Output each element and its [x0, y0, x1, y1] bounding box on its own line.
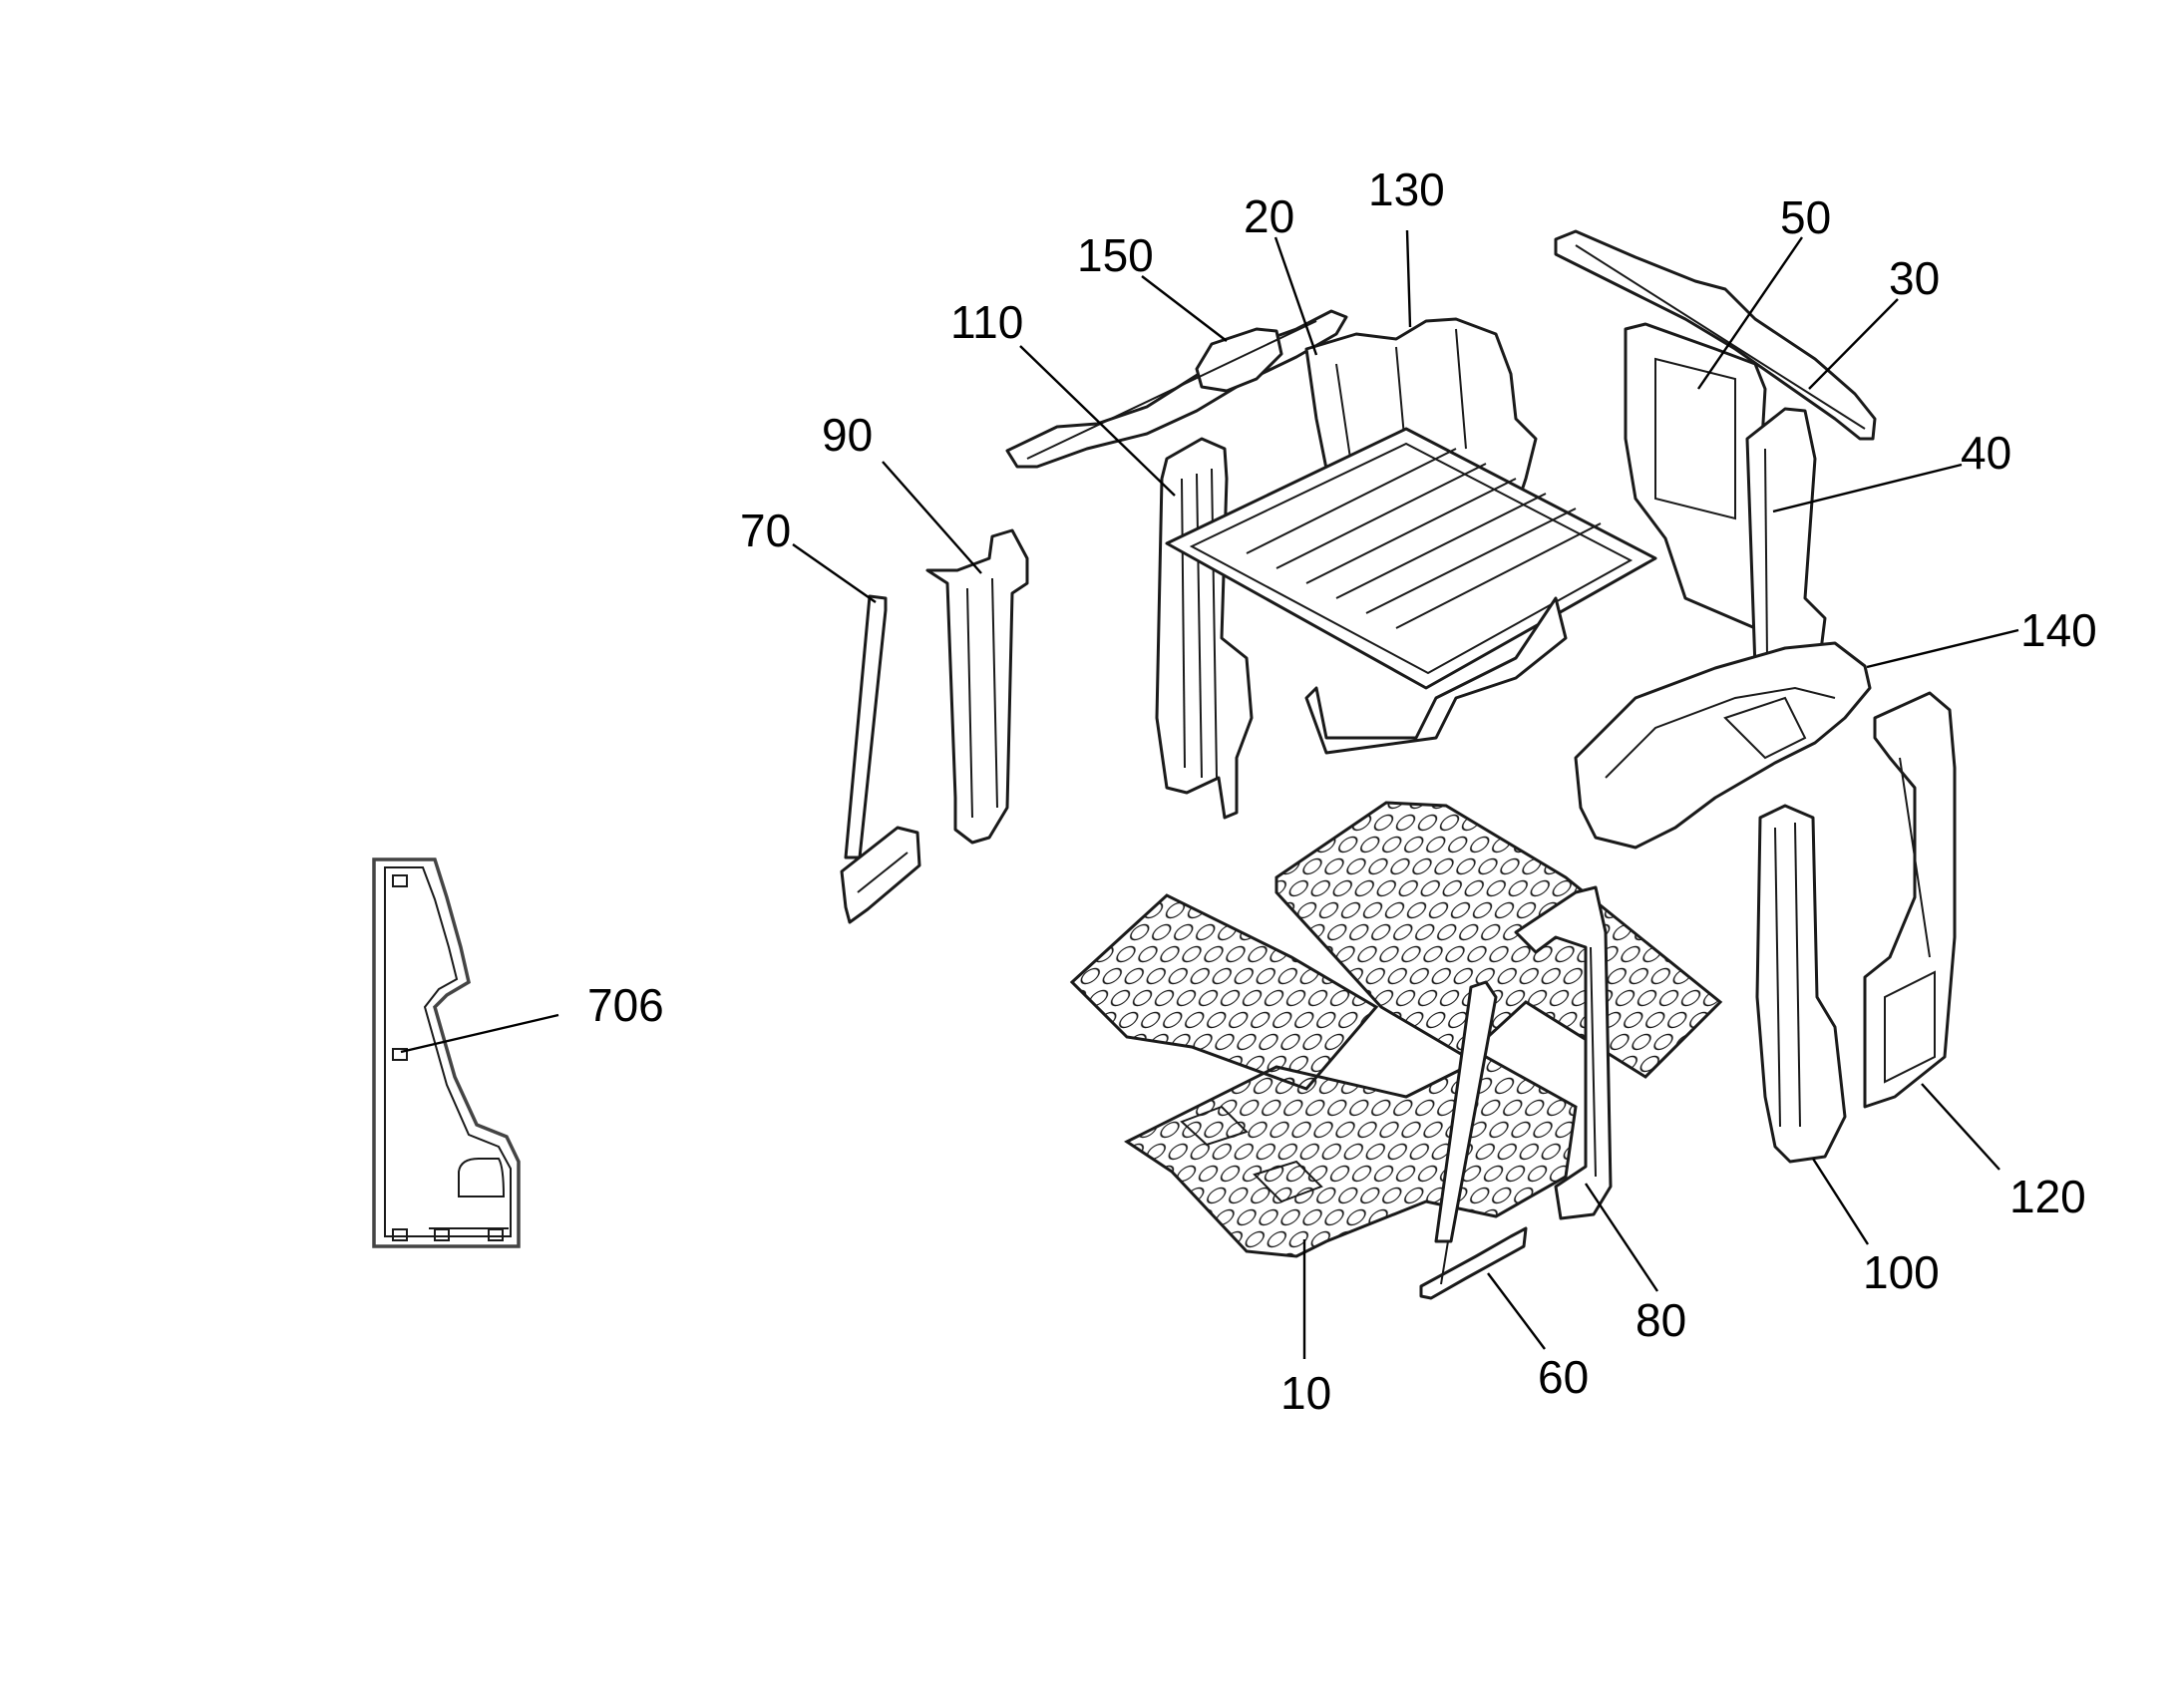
leader-100: [1811, 1158, 1870, 1245]
part-100-front-pillar: [1755, 804, 1847, 1164]
leader-80: [1585, 1183, 1658, 1292]
callout-60: 60: [1538, 1351, 1589, 1403]
leader-30: [1808, 298, 1899, 390]
leader-130: [1405, 229, 1412, 328]
leader-150: [1141, 275, 1228, 342]
part-110-rear-pillar: [1155, 437, 1254, 820]
leader-120: [1921, 1083, 2000, 1171]
callout-labels: 10 20 30 40 50 60 70 80 90 100 110 120 1…: [587, 164, 2097, 1419]
callout-140: 140: [2020, 604, 2097, 656]
leader-50: [1697, 236, 1803, 390]
callout-10: 10: [1280, 1367, 1331, 1419]
part-70-strut: [840, 594, 921, 924]
leader-40: [1772, 463, 1963, 513]
callout-50: 50: [1780, 191, 1831, 243]
callout-70: 70: [740, 505, 791, 556]
part-30-trim-rail: [1554, 229, 1877, 441]
callout-30: 30: [1889, 252, 1940, 304]
part-10-floor-mat: [1069, 801, 1723, 1258]
callout-120: 120: [2009, 1171, 2086, 1222]
callout-90: 90: [822, 409, 873, 461]
callout-110: 110: [950, 296, 1023, 348]
callout-40: 40: [1961, 427, 2011, 479]
leader-20: [1273, 236, 1318, 356]
part-80-front-frame: [1514, 885, 1613, 1220]
callout-130: 130: [1368, 164, 1445, 215]
part-120-curved-pillar: [1863, 691, 1957, 1109]
leader-lines: [400, 229, 2019, 1359]
callout-80: 80: [1635, 1294, 1686, 1346]
part-50-rear-panel: [1624, 322, 1767, 630]
leader-110: [1019, 345, 1176, 497]
leader-90: [882, 461, 982, 574]
callout-150: 150: [1077, 229, 1154, 281]
leader-140: [1866, 628, 2019, 669]
part-150-trim-rail: [1005, 309, 1348, 469]
part-40-pillar: [1745, 407, 1827, 670]
part-90-pillar: [925, 528, 1029, 845]
callout-100: 100: [1863, 1246, 1940, 1298]
leader-706: [400, 1013, 559, 1054]
leader-70: [792, 543, 877, 603]
callout-20: 20: [1244, 190, 1294, 242]
part-140-wheel-trim: [1574, 641, 1872, 850]
leader-60: [1487, 1272, 1546, 1350]
callout-706: 706: [587, 979, 664, 1031]
part-60-brace: [1419, 980, 1528, 1300]
part-20-floor-tray: [1165, 427, 1657, 755]
part-706-side-panel: [372, 857, 521, 1248]
